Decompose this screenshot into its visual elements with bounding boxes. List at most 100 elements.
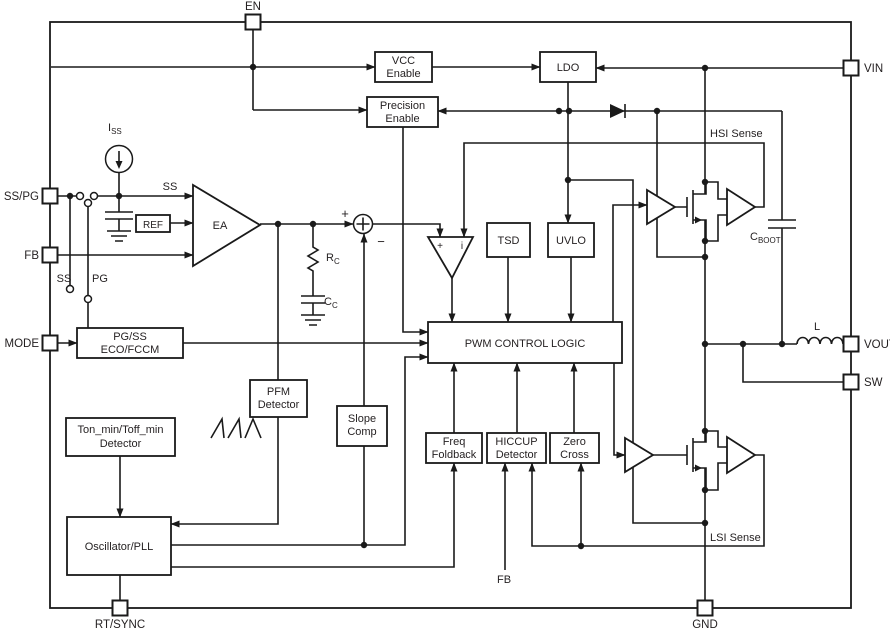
pin-label-mode: MODE — [5, 338, 40, 350]
block-ref — [135, 214, 171, 233]
pin-vout — [842, 335, 860, 353]
ldo-label: LDO — [557, 62, 580, 74]
label-comparator-i: i — [461, 241, 463, 252]
slope-label1: Slope — [348, 413, 376, 425]
label-cboot: CBOOT — [750, 231, 781, 245]
block-ldo — [539, 51, 597, 83]
hs-mosfet — [675, 182, 707, 241]
ls-sense-taps — [706, 430, 727, 491]
zero-label2: Cross — [560, 449, 589, 461]
ground-symbol-ss — [107, 230, 131, 242]
label-ss-wire: SS — [163, 181, 178, 193]
block-uvlo — [547, 222, 595, 258]
ton-label1: Ton_min/Toff_min — [77, 424, 163, 436]
vcc-enable-label1: VCC — [392, 55, 415, 67]
label-fb-sense: FB — [497, 574, 511, 586]
pin-label-en: EN — [245, 1, 261, 13]
wire-precen-to-pwm — [402, 127, 429, 336]
pin-label-rtsync: RT/SYNC — [95, 619, 145, 631]
wire-sw-pin — [742, 344, 843, 383]
freq-label2: Foldback — [432, 449, 477, 461]
boot-diode — [610, 104, 625, 118]
hiccup-label1: HICCUP — [495, 436, 537, 448]
uvlo-label: UVLO — [556, 235, 586, 247]
pin-label-vin: VIN — [864, 63, 883, 75]
switch-contact-2 — [89, 191, 99, 201]
label-cc: CC — [324, 296, 338, 310]
block-pfm-detector — [249, 379, 308, 418]
precision-enable-label1: Precision — [380, 100, 425, 112]
wire-osc-to-pwm — [171, 353, 429, 546]
pin-label-gnd: GND — [692, 619, 718, 631]
labels: EN VIN VOUT SW GND RT/SYNC SS/PG FB MODE… — [4, 1, 890, 631]
block-vcc-enable — [374, 51, 433, 83]
osc-label: Oscillator/PLL — [85, 541, 153, 553]
pins — [41, 13, 860, 617]
wire-boot-to-hs-driver — [656, 111, 705, 258]
devices — [65, 104, 757, 491]
pin-label-sw: SW — [864, 377, 883, 389]
block-zero-cross — [549, 432, 600, 464]
label-iss: ISS — [108, 122, 122, 136]
ton-label2: Detector — [100, 438, 142, 450]
block-hiccup-detector — [486, 432, 547, 464]
label-sum-minus: − — [377, 234, 385, 249]
block-pgss-ecofccm — [76, 327, 184, 359]
pfm-label1: PFM — [267, 386, 290, 398]
precision-enable-label2: Enable — [385, 113, 419, 125]
wires — [51, 30, 844, 600]
wire-hsi-sense-loop — [460, 142, 765, 238]
error-amplifier — [192, 183, 262, 268]
rc-cc-network — [301, 224, 325, 315]
pgss-label2: ECO/FCCM — [101, 344, 160, 356]
label-sum-plus: + — [341, 206, 349, 221]
switch-contact-pg-bottom — [83, 294, 93, 304]
slope-label2: Comp — [347, 426, 376, 438]
ls-gate-driver — [624, 436, 655, 474]
sawtooth-waveform-icon — [210, 416, 262, 439]
pin-mode — [41, 334, 59, 352]
block-pwm-control-logic — [427, 321, 623, 364]
pwm-label: PWM CONTROL LOGIC — [465, 338, 586, 350]
block-slope-comp — [336, 405, 388, 447]
label-pg-switch: PG — [92, 273, 108, 285]
pfm-label2: Detector — [258, 399, 300, 411]
ls-mosfet — [653, 431, 707, 490]
wire-pfm-to-osc — [170, 417, 279, 528]
ref-label: REF — [143, 220, 163, 231]
wire-sum-to-comparator — [372, 223, 444, 238]
hs-sense-amplifier — [726, 187, 757, 227]
hs-sense-taps — [706, 181, 727, 242]
inductor — [796, 336, 844, 345]
junction-dots — [66, 63, 786, 550]
switch-contact-1 — [75, 191, 85, 201]
blocks: VCC Enable Precision Enable LDO REF EA T… — [65, 51, 623, 576]
label-lsi-sense: LSI Sense — [710, 532, 761, 544]
pgss-label1: PG/SS — [113, 331, 147, 343]
pin-gnd — [696, 599, 714, 617]
switch-contact-pg-top — [83, 198, 93, 208]
block-ton-toff-detector — [65, 417, 176, 457]
pin-label-sspg: SS/PG — [4, 191, 39, 203]
pin-label-fb: FB — [24, 250, 39, 262]
summing-junction-cross — [356, 217, 370, 231]
block-tsd — [486, 222, 531, 258]
pin-vin — [842, 59, 860, 77]
ls-sense-amplifier — [726, 435, 757, 475]
switch-contact-ss-bottom — [65, 284, 75, 294]
pin-fb — [41, 246, 59, 264]
ss-capacitor — [105, 196, 133, 231]
block-precision-enable — [366, 96, 439, 128]
hs-mosfet-source-arrow — [695, 216, 702, 224]
wire-vcc-to-ls-driver — [568, 179, 705, 524]
pin-sw — [842, 373, 860, 391]
label-ss-switch: SS — [57, 273, 72, 285]
cboot-capacitor — [768, 219, 796, 229]
freq-label1: Freq — [443, 436, 466, 448]
wire-lsi-sense-loop — [528, 454, 765, 547]
pwm-comparator — [426, 236, 475, 280]
ls-mosfet-source-arrow — [695, 464, 702, 472]
pin-label-vout: VOUT — [864, 339, 890, 351]
